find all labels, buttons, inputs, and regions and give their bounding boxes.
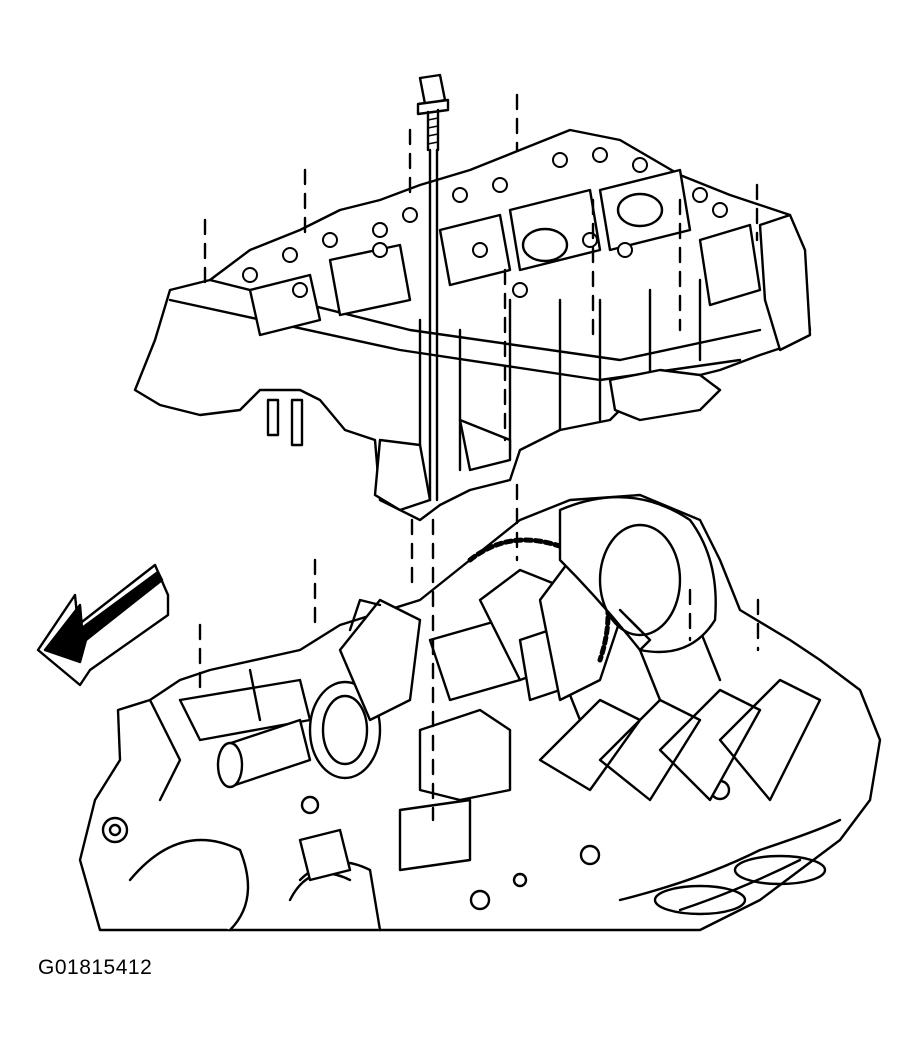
alignment-lines [198,93,760,822]
crankshaft [216,495,717,789]
main-bearing-cap [698,223,762,307]
figure-identifier: G01815412 [38,956,153,979]
bolt-head [418,73,447,106]
bedplate-rear-flange [758,213,812,352]
bolt-hole [579,844,601,866]
cylinder-bank [538,678,822,802]
engine-block [78,493,882,932]
main-bearing-cap [598,168,692,252]
crankshaft-counterweight [338,598,422,722]
main-bearing-cap-area [398,798,472,872]
bolt-thread [427,117,439,145]
bolt-hole [512,872,528,888]
bedplate-long-bolt [416,73,450,502]
dowel-pin [266,398,280,437]
crankshaft-rear-flange [558,495,717,654]
bedplate-bolts [242,147,728,298]
crankcase-opening [128,838,250,932]
bolt-shank [426,108,440,502]
head-gasket-edge [618,818,842,912]
bedplate-front-leg [373,438,432,512]
front-direction-arrow-icon [36,563,170,687]
dowel-pin [290,398,304,447]
crankcase-bedplate [133,128,812,522]
engine-exploded-diagram [36,73,882,932]
bolt-hole [469,889,491,911]
bolt-washer [416,98,450,116]
